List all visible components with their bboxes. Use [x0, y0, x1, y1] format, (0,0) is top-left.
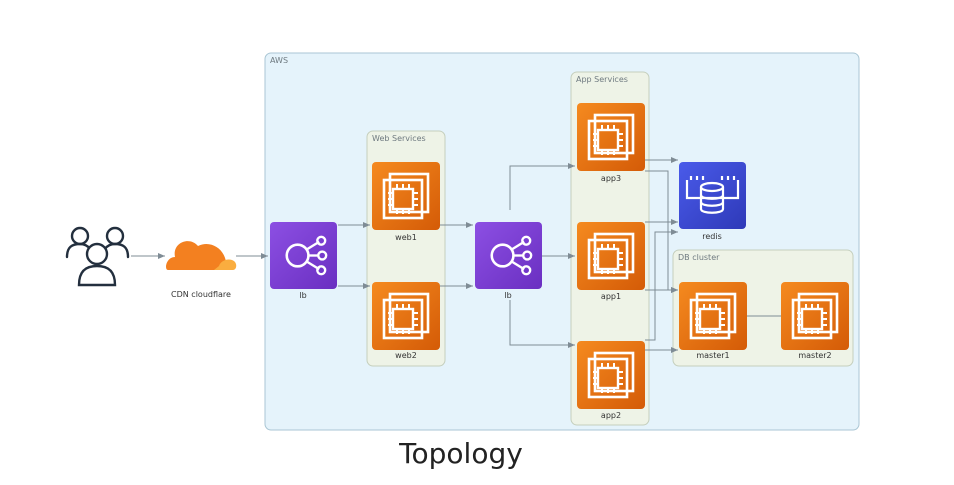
edges: [131, 157, 781, 353]
redis-label: redis: [702, 232, 722, 241]
aws-cluster-label: AWS: [270, 56, 288, 65]
lb-front-label: lb: [299, 291, 306, 300]
database-icon: [685, 176, 740, 214]
master1-node[interactable]: master1: [679, 282, 747, 360]
lb-app-label: lb: [504, 291, 511, 300]
aws-cluster: AWS: [264, 52, 860, 431]
app3-label: app3: [601, 174, 621, 183]
app1-node[interactable]: app1: [577, 222, 645, 301]
master2-node[interactable]: master2: [781, 282, 849, 360]
app3-node[interactable]: app3: [577, 103, 645, 183]
users-icon: [65, 226, 130, 287]
web-services-label: Web Services: [372, 134, 426, 143]
edge-lb-app2: [509, 300, 575, 348]
app2-label: app2: [601, 411, 621, 420]
redis-node[interactable]: redis: [679, 162, 746, 241]
edge-lb-app3: [509, 163, 575, 210]
web2-label: web2: [395, 351, 417, 360]
lb-node-front[interactable]: lb: [270, 222, 337, 300]
web1-label: web1: [395, 233, 417, 242]
diagram-title: Topology: [398, 437, 523, 470]
web2-node[interactable]: web2: [372, 282, 440, 360]
cloud-icon: [166, 241, 237, 270]
cdn-node[interactable]: CDN cloudflare: [166, 241, 237, 299]
app1-label: app1: [601, 292, 621, 301]
app-services-label: App Services: [576, 75, 628, 84]
web1-node[interactable]: web1: [372, 162, 440, 242]
app2-node[interactable]: app2: [577, 341, 645, 420]
edge-app2-redis: [645, 229, 678, 341]
users-node[interactable]: [65, 226, 130, 287]
db-cluster-label: DB cluster: [678, 253, 720, 262]
cdn-label: CDN cloudflare: [171, 290, 231, 299]
master2-label: master2: [798, 351, 831, 360]
master1-label: master1: [696, 351, 729, 360]
lb-node-app[interactable]: lb: [475, 222, 542, 300]
